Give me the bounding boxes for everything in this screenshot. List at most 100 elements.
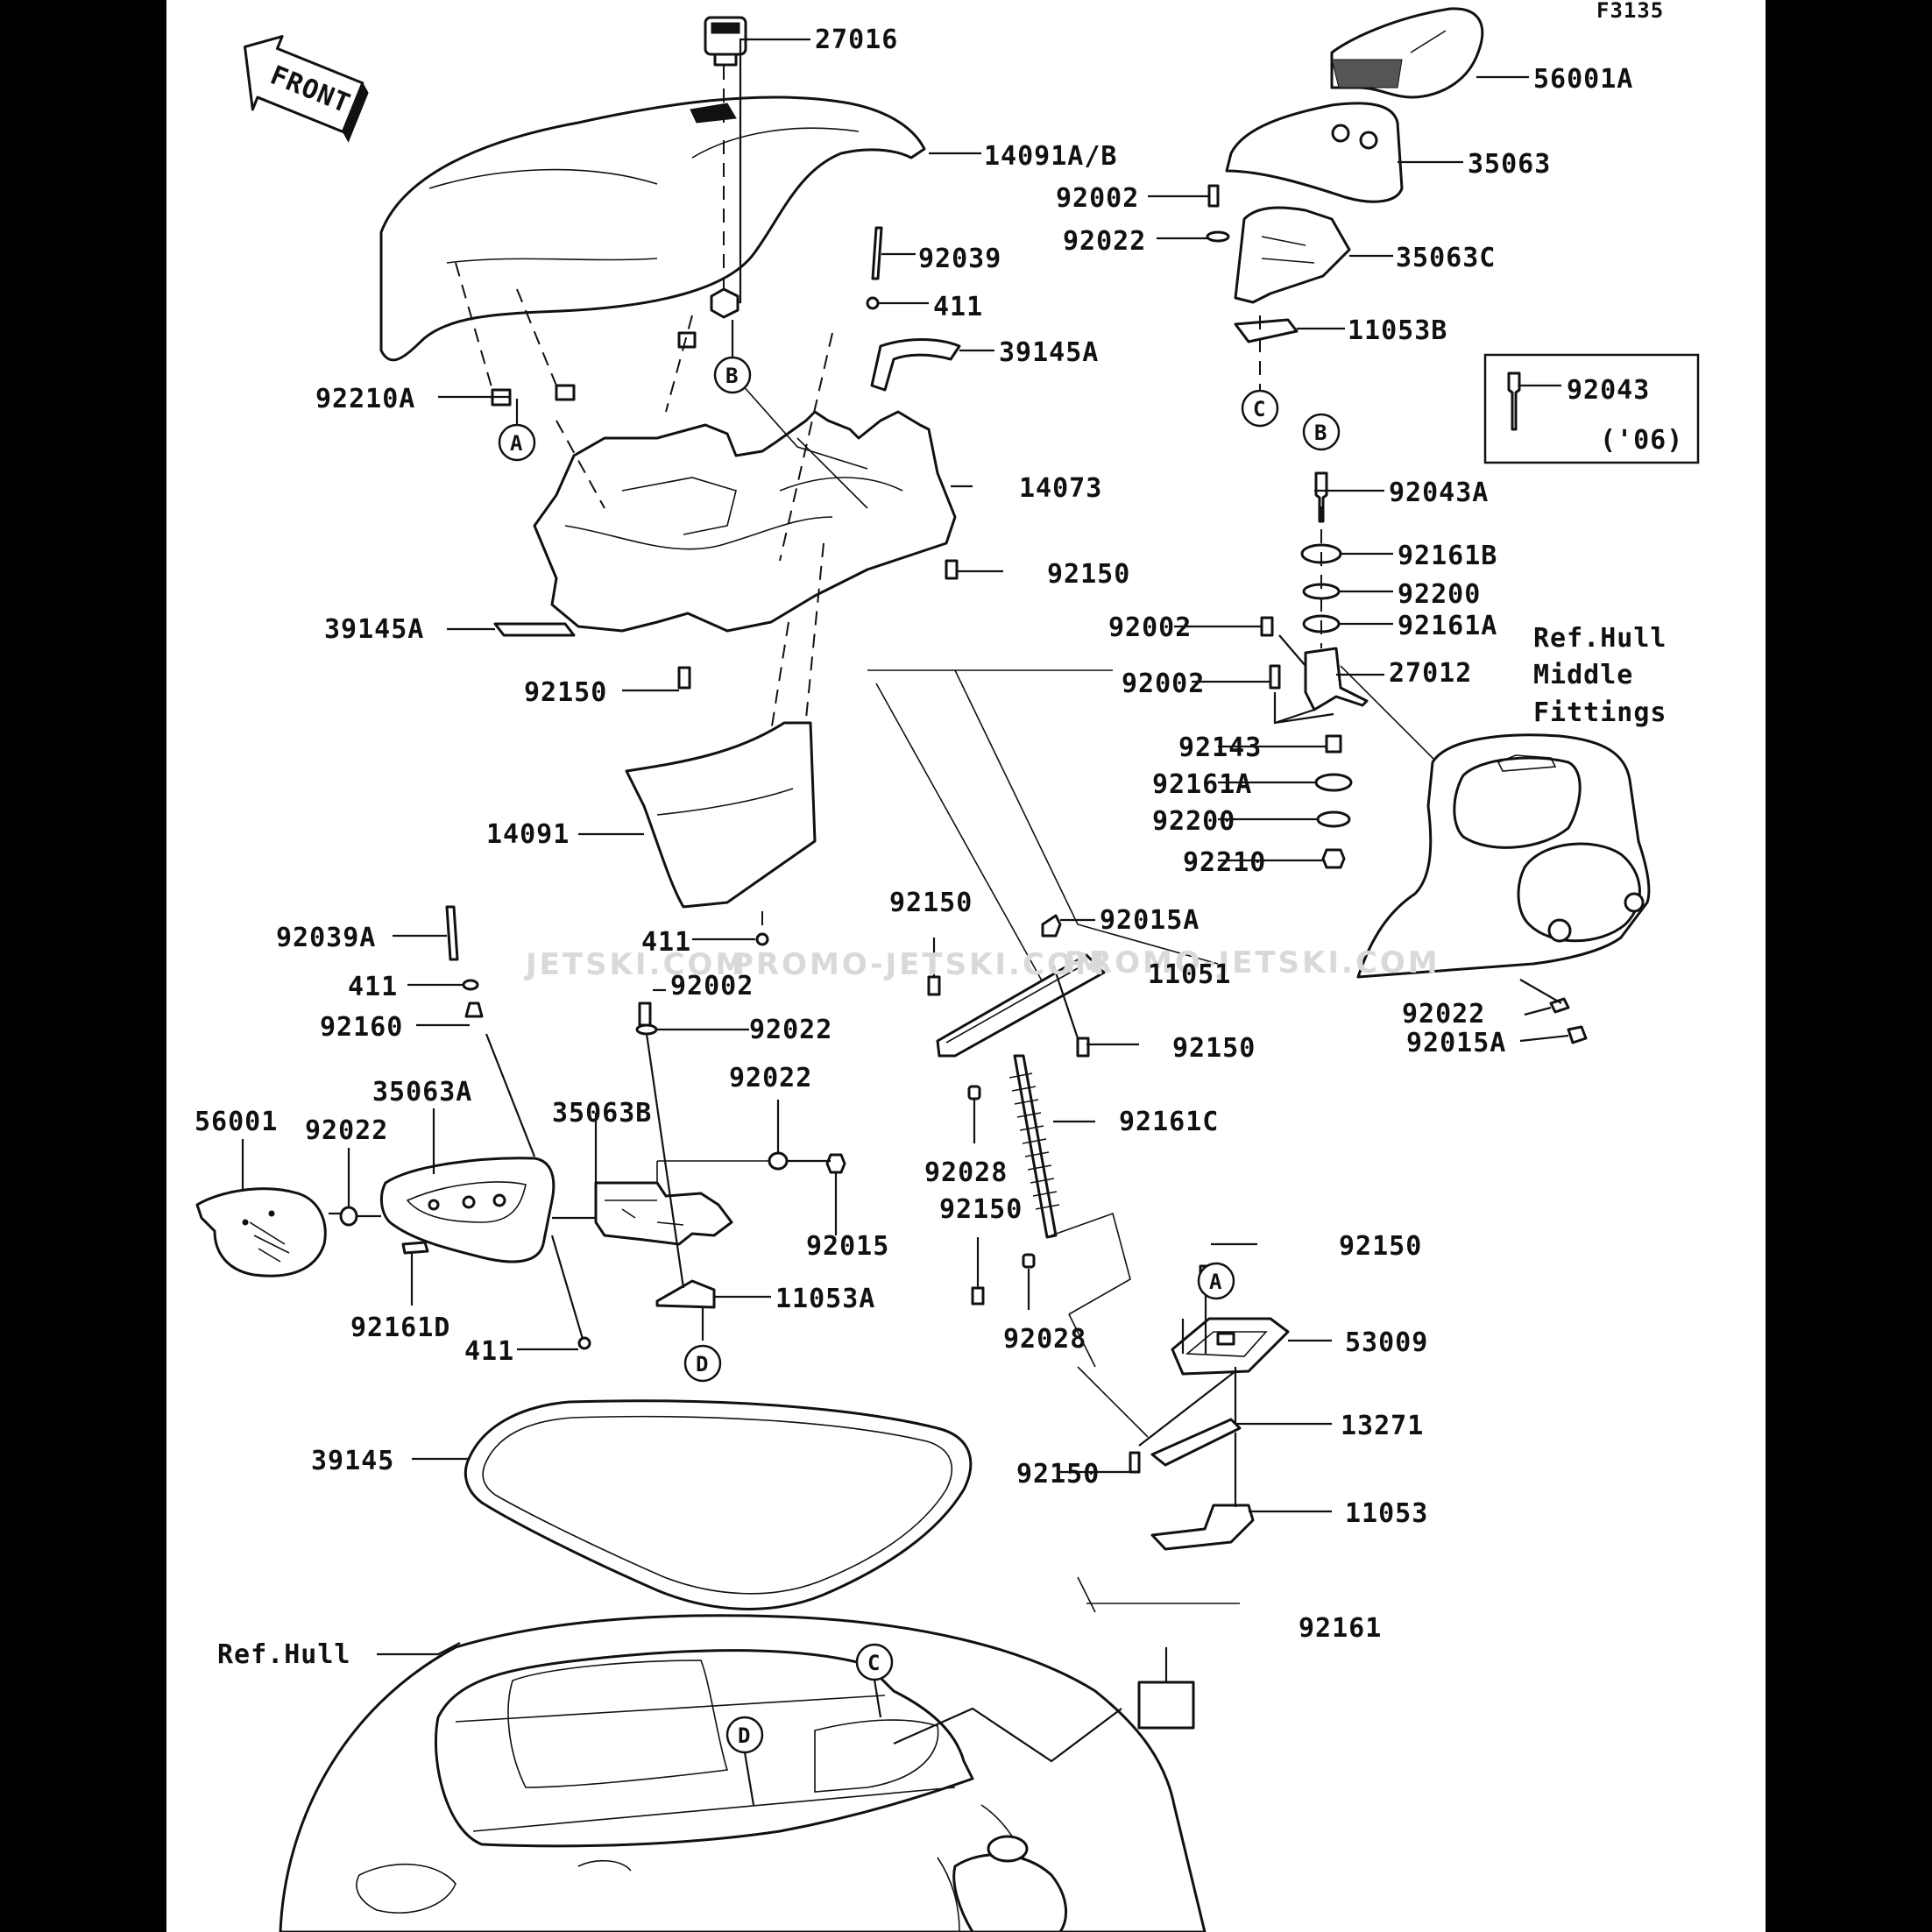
bolt-92150 (945, 559, 959, 580)
label-92210A: 92210A (315, 384, 415, 414)
label-92150-g: 92150 (1016, 1459, 1100, 1490)
inset-part-label: 92043 (1567, 375, 1650, 406)
pin-92039A (445, 905, 459, 961)
bolt-92002 (1207, 184, 1220, 208)
pin-92039 (871, 226, 883, 280)
washer-92161A (1314, 773, 1353, 792)
label-92161A-b: 92161A (1152, 769, 1252, 800)
plate-11053A (655, 1279, 716, 1309)
label-92039: 92039 (918, 244, 1001, 274)
label-92150-a: 92150 (1047, 559, 1130, 590)
plate-13271 (1150, 1418, 1242, 1467)
label-92022-d: 92022 (729, 1063, 812, 1093)
grommet-92161D (401, 1241, 429, 1255)
ref-circle-C-1: C (1241, 389, 1279, 428)
label-92161: 92161 (1299, 1613, 1382, 1644)
ref-circle-C-2: C (855, 1643, 894, 1681)
mirror-housing-35063A (379, 1157, 556, 1263)
bracket-11053 (1150, 1504, 1255, 1551)
svg-text:D: D (738, 1723, 751, 1748)
label-56001A: 56001A (1533, 64, 1633, 95)
washer-92022 (339, 1206, 358, 1227)
label-92028-b: 92028 (1003, 1324, 1086, 1355)
label-92002-b: 92002 (1108, 612, 1192, 643)
ref-circle-B-1: B (713, 356, 752, 394)
label-92161 (1137, 1681, 1195, 1730)
washer-411 (577, 1336, 591, 1350)
nut-92015A (1567, 1025, 1588, 1044)
ref-circle-D-1: D (683, 1344, 722, 1383)
label-53009: 53009 (1345, 1327, 1428, 1358)
ref-circle-B-2: B (1302, 413, 1341, 451)
clip (677, 331, 697, 349)
label-411-d: 411 (464, 1336, 514, 1367)
bolt-92002 (1269, 664, 1281, 690)
label-39145A-a: 39145A (999, 337, 1099, 368)
bracket-11051 (936, 953, 1106, 1058)
washer-92022 (768, 1151, 789, 1171)
watermark-2: PROMO-JETSKI.COM (732, 947, 1108, 982)
nut-92015A (1041, 914, 1062, 938)
label-92022-c: 92022 (1402, 999, 1485, 1030)
watermark-3: PROMO-JETSKI.COM (1065, 945, 1440, 980)
label-92015A-a: 92015A (1100, 905, 1200, 936)
figure-code: F3135 (1596, 0, 1664, 23)
bolt-92043A (1314, 471, 1328, 523)
cap-92160 (464, 1001, 484, 1018)
seat-cover-14091AB (379, 96, 926, 362)
label-92015: 92015 (806, 1231, 889, 1262)
label-92150-c: 92150 (889, 888, 973, 918)
svg-text:C: C (1253, 397, 1266, 421)
label-92022-e: 92022 (305, 1115, 388, 1146)
label-92022-b: 92022 (749, 1015, 832, 1045)
label-411-a: 411 (933, 292, 983, 322)
washer-92022 (635, 1023, 658, 1036)
ref-circle-A-2: A (1197, 1262, 1235, 1300)
label-11053B: 11053B (1348, 315, 1447, 346)
label-14091AB: 14091A/B (984, 141, 1118, 172)
trim-39145A-upper (870, 338, 961, 392)
label-92028-a: 92028 (924, 1157, 1008, 1188)
label-11053A: 11053A (775, 1284, 875, 1314)
washer-411 (462, 979, 479, 991)
mirror-housing-35063 (1225, 102, 1404, 203)
latch-nut (710, 287, 740, 319)
ref-hull-middle-line3: Fittings (1533, 697, 1667, 728)
washer-92200 (1316, 810, 1351, 828)
latch-53009 (1171, 1317, 1290, 1376)
svg-text:B: B (725, 364, 739, 388)
label-11053: 11053 (1345, 1498, 1428, 1529)
bolt-92150 (1076, 1037, 1090, 1058)
bolt-92150 (677, 666, 691, 690)
label-411-b: 411 (641, 927, 691, 958)
ref-hull-middle-line1: Ref.Hull (1533, 623, 1667, 654)
label-92022-a: 92022 (1063, 226, 1146, 257)
label-92150-f: 92150 (1339, 1231, 1422, 1262)
label-92161B: 92161B (1398, 541, 1497, 571)
parts-diagram-sheet: F3135 FRONT (166, 0, 1766, 1932)
svg-text:D: D (696, 1352, 709, 1376)
mirror-bracket-35063C (1234, 206, 1351, 304)
nut-92015 (825, 1153, 846, 1174)
bolt-92150 (1129, 1451, 1141, 1474)
inset-box-92043 (1483, 353, 1700, 464)
label-39145: 39145 (311, 1446, 394, 1476)
label-14073: 14073 (1019, 473, 1102, 504)
label-11051: 11051 (1148, 959, 1231, 990)
seat-base-14073 (533, 410, 957, 633)
hull-middle-fittings (1356, 733, 1651, 979)
label-92161A-a: 92161A (1398, 611, 1497, 641)
watermark-1: JETSKI.COM (524, 947, 747, 982)
label-92161D: 92161D (350, 1313, 450, 1343)
hull-body (279, 1614, 1207, 1932)
label-14091: 14091 (486, 819, 570, 850)
label-35063B: 35063B (552, 1098, 652, 1129)
front-arrow-icon: FRONT (243, 35, 369, 143)
label-92161C: 92161C (1119, 1107, 1219, 1137)
bolt-92150 (927, 975, 941, 996)
label-92200-a: 92200 (1398, 579, 1481, 610)
seal-39145 (464, 1399, 973, 1610)
label-35063C: 35063C (1396, 243, 1496, 273)
side-panel-14091 (625, 721, 817, 909)
label-27016: 27016 (815, 25, 898, 55)
